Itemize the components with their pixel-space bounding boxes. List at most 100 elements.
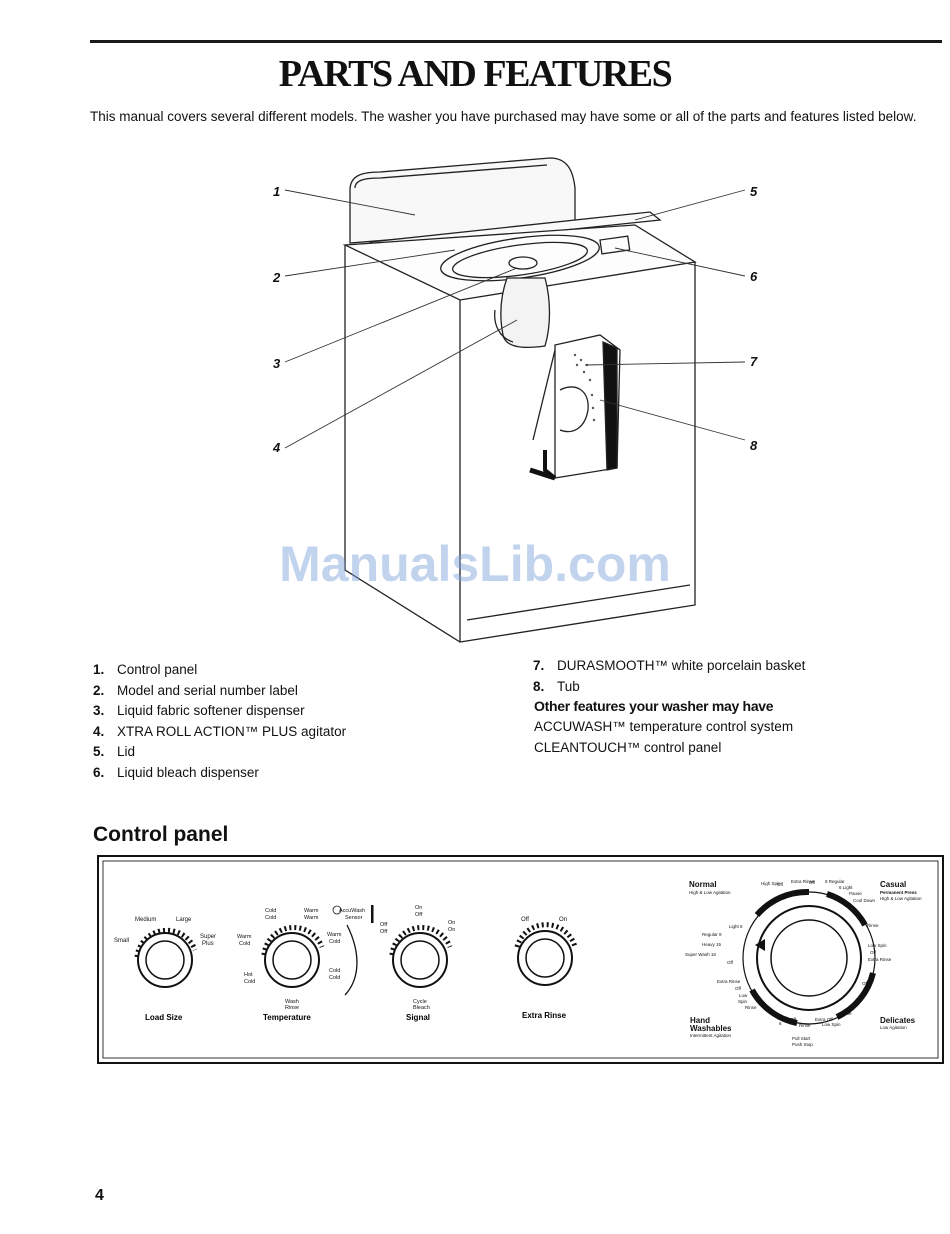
svg-text:High Spin: High Spin: [761, 881, 781, 886]
svg-text:Rinse: Rinse: [867, 923, 879, 928]
list-item: 1.Control panel: [93, 662, 198, 677]
svg-text:Cold: Cold: [265, 915, 276, 921]
svg-text:Cold: Cold: [329, 939, 340, 945]
intro-paragraph: This manual covers several different mod…: [90, 109, 917, 124]
callout-6: 6: [750, 269, 758, 284]
svg-text:Permanent Press: Permanent Press: [880, 890, 917, 895]
svg-text:Warm: Warm: [327, 932, 342, 938]
svg-text:Off: Off: [809, 880, 816, 885]
svg-text:Light 6: Light 6: [729, 924, 743, 929]
list-item: 6.Liquid bleach dispenser: [93, 764, 259, 780]
parts-list-right: 7.DURASMOOTH™ white porcelain basket 8.T…: [533, 656, 805, 697]
thermometer-icon: [371, 905, 374, 923]
svg-text:Cold: Cold: [329, 968, 340, 974]
svg-text:High & Low Agitation: High & Low Agitation: [880, 896, 922, 901]
svg-text:On: On: [448, 927, 455, 933]
svg-text:Cold: Cold: [265, 908, 276, 914]
callout-1: 1: [273, 184, 280, 199]
list-item: 3.Liquid fabric softener dispenser: [93, 703, 305, 718]
callout-2: 2: [272, 270, 281, 285]
callout-8: 8: [750, 438, 758, 453]
svg-text:Off: Off: [870, 950, 877, 955]
svg-text:Off: Off: [777, 882, 784, 887]
svg-text:Extra Rinse: Extra Rinse: [868, 957, 892, 962]
extra-rinse-label: Extra Rinse: [522, 1011, 567, 1020]
svg-text:Spin: Spin: [738, 999, 748, 1004]
svg-text:Cool Down: Cool Down: [853, 898, 876, 903]
cycle-group-normal: Normal: [689, 880, 717, 889]
svg-text:Off: Off: [415, 912, 423, 918]
list-item: 8.Tub: [533, 678, 580, 694]
svg-text:Bleach: Bleach: [413, 1005, 430, 1011]
svg-text:6: 6: [779, 1021, 782, 1026]
svg-text:Cycle: Cycle: [413, 999, 427, 1005]
top-rule: [90, 40, 942, 43]
svg-text:Wash: Wash: [285, 999, 299, 1005]
temperature-knob: Cold Cold Warm Warm Warm Cold Warm Cold …: [237, 905, 374, 1022]
svg-text:Rinse: Rinse: [285, 1005, 299, 1011]
page-title: PARTS AND FEATURES: [278, 53, 673, 95]
svg-text:Pause: Pause: [849, 891, 862, 896]
callout-4: 4: [272, 440, 281, 455]
svg-text:Extra Rinse: Extra Rinse: [717, 979, 741, 984]
svg-text:Off: Off: [727, 960, 734, 965]
list-item: 7.DURASMOOTH™ white porcelain basket: [533, 658, 806, 673]
svg-text:On: On: [415, 905, 422, 911]
svg-text:On: On: [448, 920, 455, 926]
cycle-group-casual: Casual: [880, 880, 906, 889]
cycle-group-delicates: Delicates: [880, 1016, 916, 1025]
temperature-label: Temperature: [263, 1013, 311, 1022]
svg-text:Cold: Cold: [239, 941, 250, 947]
svg-text:AccuWash: AccuWash: [339, 908, 365, 914]
svg-text:Off: Off: [862, 981, 869, 986]
callout-3: 3: [273, 356, 281, 371]
other-features-list: ACCUWASH™ temperature control system CLE…: [534, 717, 793, 758]
signal-knob: On Off Off Off On On Cycle Bleach Signal: [380, 905, 455, 1022]
svg-text:Low Spin: Low Spin: [868, 943, 887, 948]
svg-text:Plus: Plus: [202, 941, 214, 947]
svg-text:Small: Small: [114, 938, 129, 944]
svg-text:Hot: Hot: [244, 972, 253, 978]
load-size-label: Load Size: [145, 1013, 183, 1022]
list-item: CLEANTOUCH™ control panel: [534, 739, 722, 755]
list-item: 5.Lid: [93, 744, 136, 759]
svg-text:6: 6: [863, 991, 866, 996]
svg-text:Warm: Warm: [304, 915, 319, 921]
svg-text:Super Wash 18: Super Wash 18: [685, 952, 716, 957]
svg-text:Extra Rinse: Extra Rinse: [791, 879, 815, 884]
svg-text:Warm: Warm: [304, 908, 319, 914]
control-panel-heading: Control panel: [93, 823, 229, 846]
watermark: ManualsLib.com: [279, 536, 671, 592]
svg-text:Heavy 15: Heavy 15: [702, 942, 722, 947]
svg-text:Extra Off: Extra Off: [815, 1017, 833, 1022]
svg-text:Regular 9: Regular 9: [702, 932, 722, 937]
parts-list-left: 1.Control panel 2.Model and serial numbe…: [93, 660, 346, 783]
other-features-heading: Other features your washer may have: [534, 698, 774, 714]
cycle-dial: Normal Casual Hand Washables Delicates H…: [685, 879, 922, 1047]
svg-text:Pull Start: Pull Start: [792, 1036, 811, 1041]
svg-text:Sensor: Sensor: [345, 915, 363, 921]
list-item: 4.XTRA ROLL ACTION™ PLUS agitator: [93, 723, 347, 739]
svg-text:Large: Large: [176, 917, 192, 923]
svg-text:Warm: Warm: [237, 934, 252, 940]
accuwash-icon: [332, 905, 342, 915]
cycle-group-hand: Hand: [690, 1016, 710, 1025]
cycle-group-washables: Washables: [690, 1024, 732, 1033]
svg-text:Rinse: Rinse: [745, 1005, 757, 1010]
svg-text:Low: Low: [739, 993, 748, 998]
svg-text:Medium: Medium: [135, 917, 156, 923]
svg-text:Intermittent Agitation: Intermittent Agitation: [690, 1033, 732, 1038]
control-panel-diagram: Small Medium Large Super Plus Load Size …: [97, 855, 944, 1064]
list-item: ACCUWASH™ temperature control system: [534, 719, 794, 734]
washer-diagram: 1 2 3 4 5 6 7 8: [272, 157, 758, 643]
svg-text:Off: Off: [735, 986, 742, 991]
load-size-knob: Small Medium Large Super Plus Load Size: [114, 917, 216, 1022]
svg-text:Off: Off: [521, 917, 529, 923]
svg-text:Cold: Cold: [329, 975, 340, 981]
callout-5: 5: [750, 184, 758, 199]
callout-7: 7: [750, 354, 758, 369]
control-panel-shape: [349, 157, 576, 244]
svg-text:9 Regular: 9 Regular: [825, 879, 845, 884]
svg-text:6 Light: 6 Light: [839, 885, 853, 890]
svg-text:Rinse: Rinse: [840, 1011, 852, 1016]
